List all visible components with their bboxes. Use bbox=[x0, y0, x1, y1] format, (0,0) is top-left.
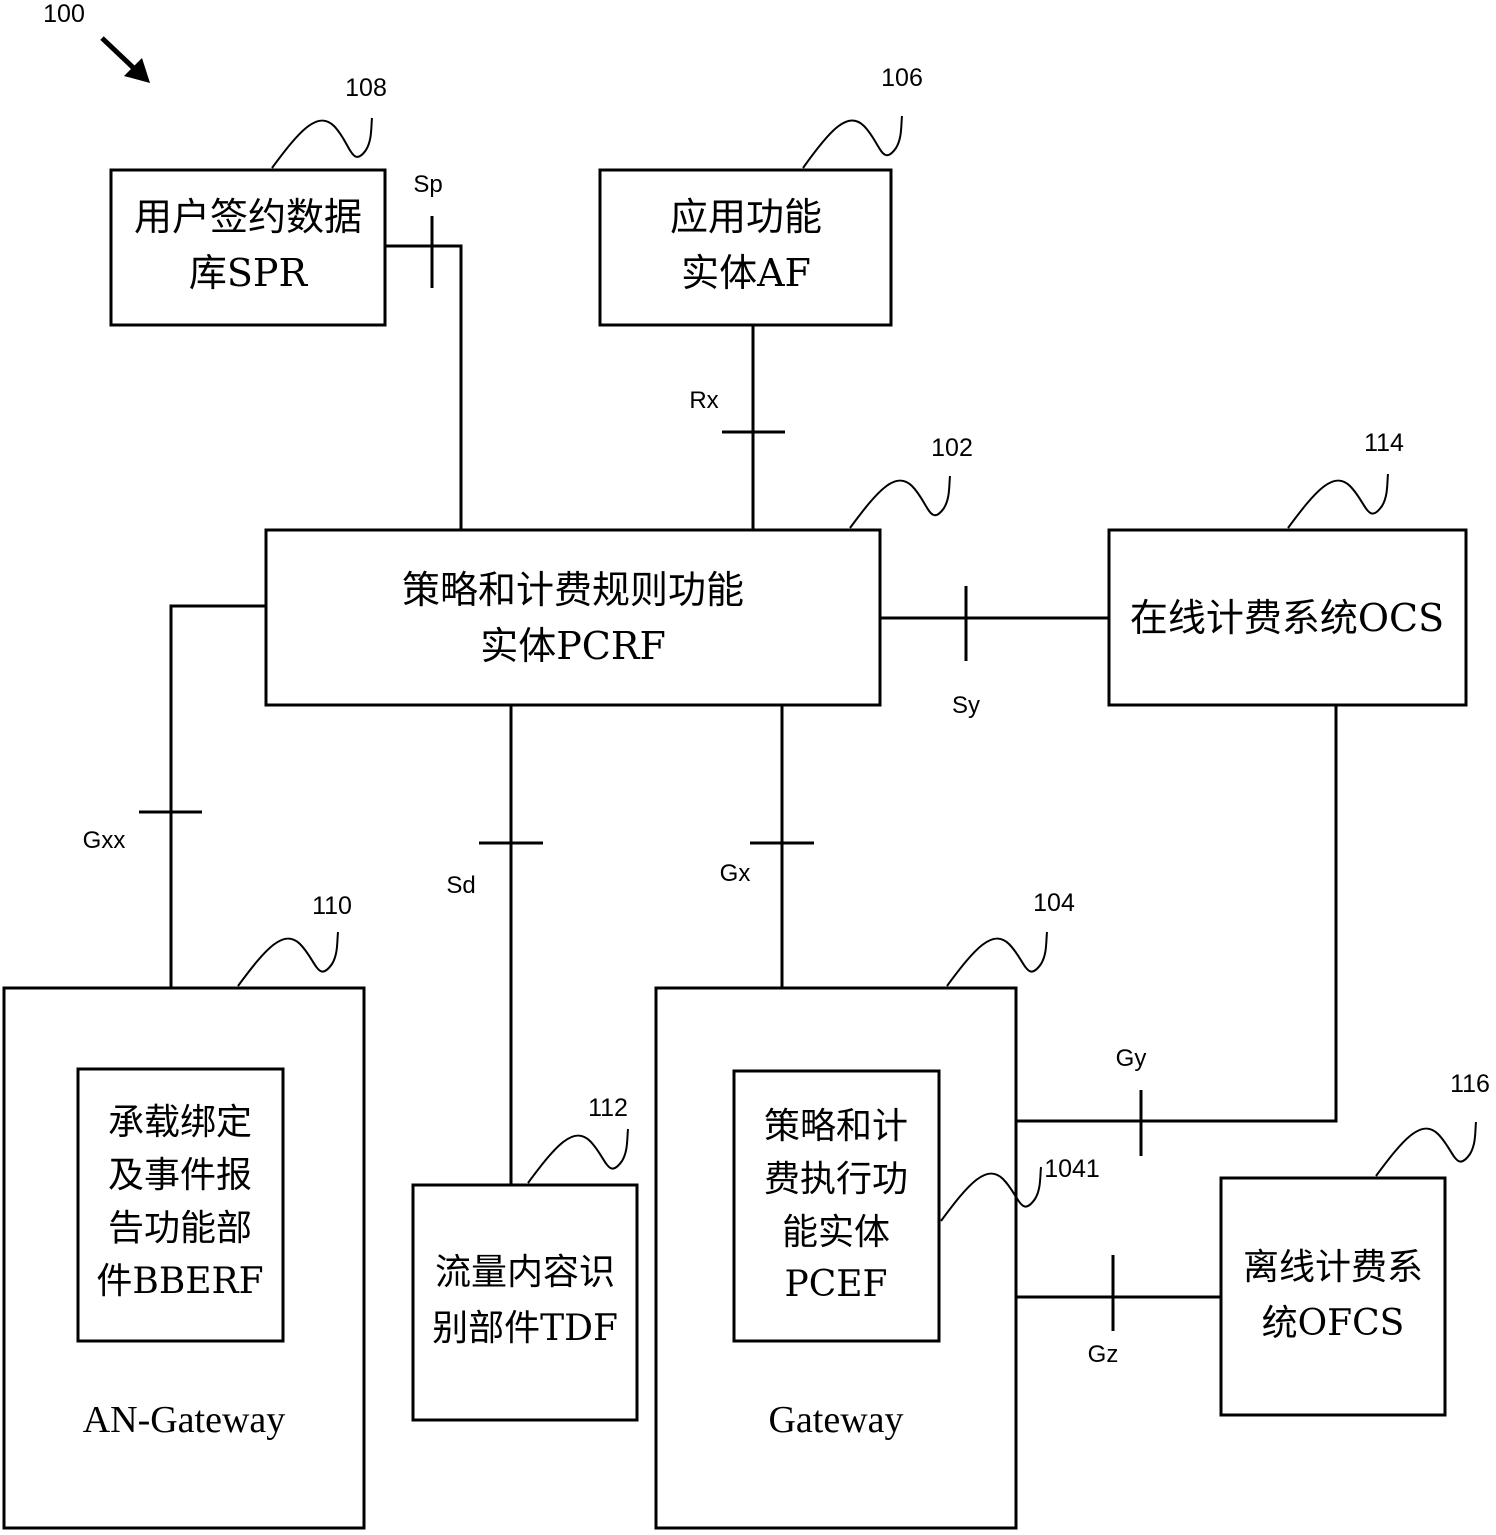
gxx-label: Gxx bbox=[83, 827, 126, 854]
tdf-ref-leader bbox=[528, 1129, 628, 1183]
pcef-title-line3: 能实体 bbox=[782, 1212, 890, 1253]
gateway-ref: 104 bbox=[1033, 889, 1075, 917]
gy-connector bbox=[1016, 705, 1336, 1156]
pcef-title-line4: PCEF bbox=[784, 1264, 887, 1305]
af-ref: 106 bbox=[881, 64, 923, 92]
gz-connector bbox=[1016, 1255, 1221, 1331]
an-gateway-node: 承载绑定 及事件报 告功能部 件BBERF AN-Gateway bbox=[4, 988, 364, 1528]
sy-connector bbox=[880, 586, 1109, 661]
rx-connector bbox=[722, 324, 785, 530]
pcef-title-line1: 策略和计 bbox=[764, 1106, 908, 1147]
tdf-ref: 112 bbox=[588, 1094, 628, 1122]
bberf-title-line3: 告功能部 bbox=[108, 1208, 252, 1249]
rx-label: Rx bbox=[689, 387, 718, 414]
an-gateway-ref-leader bbox=[238, 932, 338, 986]
an-gateway-label: AN-Gateway bbox=[83, 1399, 286, 1441]
gateway-node: 策略和计 费执行功 能实体 PCEF Gateway bbox=[656, 988, 1016, 1528]
spr-node: 用户签约数据 库SPR bbox=[111, 170, 385, 325]
sp-connector bbox=[385, 216, 461, 530]
ofcs-title-line1: 离线计费系 bbox=[1243, 1247, 1423, 1288]
pcrf-ref: 102 bbox=[931, 434, 973, 462]
spr-ref-leader bbox=[272, 118, 372, 168]
bberf-title-line1: 承载绑定 bbox=[108, 1102, 252, 1143]
sp-label: Sp bbox=[413, 171, 442, 198]
sd-label: Sd bbox=[446, 872, 475, 899]
sd-connector bbox=[479, 705, 543, 1185]
af-ref-leader bbox=[803, 116, 902, 168]
gx-label: Gx bbox=[720, 860, 751, 887]
ofcs-ref: 116 bbox=[1450, 1070, 1490, 1098]
gz-label: Gz bbox=[1088, 1341, 1119, 1368]
pcef-title-line2: 费执行功 bbox=[764, 1159, 908, 1200]
spr-ref: 108 bbox=[345, 74, 387, 102]
ocs-ref-leader bbox=[1288, 474, 1388, 528]
bberf-title-line2: 及事件报 bbox=[108, 1155, 252, 1196]
spr-title-line2: 库SPR bbox=[189, 251, 309, 295]
figure-arrow bbox=[102, 38, 150, 83]
pcrf-ref-leader bbox=[850, 476, 950, 528]
sy-label: Sy bbox=[952, 692, 980, 719]
gateway-label: Gateway bbox=[768, 1399, 903, 1441]
ofcs-ref-leader bbox=[1376, 1122, 1476, 1176]
ocs-title: 在线计费系统OCS bbox=[1130, 596, 1444, 640]
ofcs-node: 离线计费系 统OFCS bbox=[1221, 1178, 1445, 1415]
pcrf-title-line2: 实体PCRF bbox=[480, 624, 666, 668]
pcrf-title-line1: 策略和计费规则功能 bbox=[402, 568, 744, 612]
gxx-connector bbox=[139, 606, 266, 988]
af-node: 应用功能 实体AF bbox=[600, 170, 891, 325]
gy-label: Gy bbox=[1116, 1045, 1147, 1072]
figure-number: 100 bbox=[43, 0, 85, 28]
tdf-title-line2: 别部件TDF bbox=[432, 1308, 618, 1349]
an-gateway-ref: 110 bbox=[312, 892, 352, 920]
bberf-title-line4: 件BBERF bbox=[96, 1261, 263, 1302]
gateway-ref-leader bbox=[947, 932, 1047, 986]
pcef-ref: 1041 bbox=[1044, 1155, 1100, 1183]
tdf-title-line1: 流量内容识 bbox=[435, 1252, 615, 1293]
af-title-line2: 实体AF bbox=[681, 251, 811, 295]
af-title-line1: 应用功能 bbox=[670, 195, 822, 239]
spr-title-line1: 用户签约数据 bbox=[134, 195, 362, 239]
tdf-node: 流量内容识 别部件TDF bbox=[413, 1185, 637, 1420]
ocs-node: 在线计费系统OCS bbox=[1109, 530, 1466, 705]
ocs-ref: 114 bbox=[1364, 429, 1404, 457]
pcrf-node: 策略和计费规则功能 实体PCRF bbox=[266, 530, 880, 705]
ofcs-title-line2: 统OFCS bbox=[1262, 1303, 1405, 1344]
